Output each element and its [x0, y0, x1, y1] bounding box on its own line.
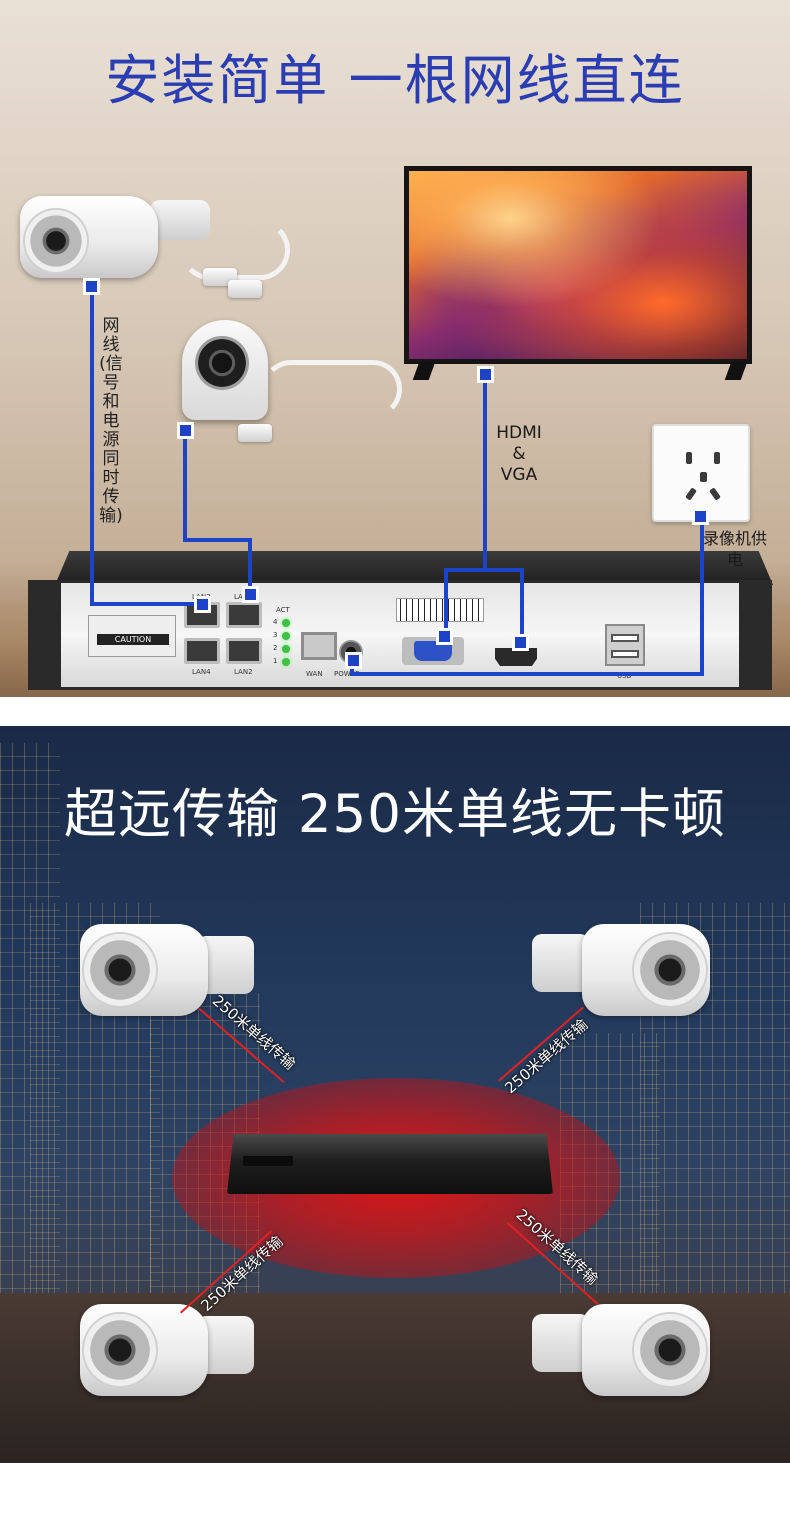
lan4-port: [184, 638, 220, 664]
network-cable-line: [183, 538, 251, 542]
video-cable-line: [520, 568, 524, 640]
video-cable-line: [483, 374, 487, 570]
video-cable-line: [444, 568, 524, 572]
connection-node: [177, 422, 194, 439]
status-led: [282, 632, 290, 640]
network-cable-line: [90, 286, 94, 606]
lan2-label: LAN2: [234, 668, 253, 676]
video-cable-line: [444, 568, 448, 638]
status-led: [282, 658, 290, 666]
power-port-label: POWER: [334, 670, 360, 678]
status-led: [282, 645, 290, 653]
dome-camera-image: [182, 320, 268, 420]
transmission-panel: 超远传输 250米单线无卡顿 250米单线传输 250米单线传输 250米单线传…: [0, 726, 790, 1463]
transmission-title: 超远传输 250米单线无卡顿: [63, 784, 726, 845]
lan1-port: [226, 602, 262, 628]
cable-label: 网线(信号和电源同时传输): [99, 316, 123, 526]
wan-port: [301, 632, 337, 660]
video-output-label: HDMI & VGA: [496, 423, 542, 485]
caution-label: CAUTION: [88, 615, 176, 657]
connection-node: [512, 634, 529, 651]
nvr-top-image: [55, 551, 773, 585]
connection-node: [692, 508, 709, 525]
connection-node: [345, 652, 362, 669]
led-number: 1: [273, 657, 278, 665]
power-supply-label: 录像机供电: [702, 529, 767, 569]
install-panel: 安装简单 一根网线直连 CAUTION LAN3 LAN1 LAN4 LAN2 …: [0, 0, 790, 697]
install-title: 安装简单 一根网线直连: [105, 49, 685, 112]
status-led: [282, 619, 290, 627]
act-label: ACT: [276, 606, 290, 614]
rj45-plug-image: [238, 424, 272, 442]
led-number: 2: [273, 644, 278, 652]
network-cable-line: [90, 602, 204, 606]
wan-label: WAN: [306, 670, 323, 678]
hdmi-port: [495, 648, 537, 666]
lan4-label: LAN4: [192, 668, 211, 676]
lan2-port: [226, 638, 262, 664]
led-number: 3: [273, 631, 278, 639]
power-cable-line: [700, 516, 704, 676]
network-cable-line: [183, 430, 187, 540]
power-cable-line: [352, 672, 704, 676]
camera-cable-image: [262, 360, 402, 418]
connection-node: [477, 366, 494, 383]
usb-label: USB: [617, 672, 632, 680]
network-cable-line: [248, 538, 252, 594]
tv-image: [404, 166, 752, 364]
rj45-plug-image: [228, 280, 262, 298]
connection-node: [194, 596, 211, 613]
usb-port: [605, 624, 645, 666]
vga-port: [402, 637, 464, 665]
connection-node: [242, 586, 259, 603]
connection-node: [436, 628, 453, 645]
led-number: 4: [273, 618, 278, 626]
connection-node: [83, 278, 100, 295]
serial-sticker: [396, 598, 484, 622]
nvr-image: [227, 1134, 553, 1194]
